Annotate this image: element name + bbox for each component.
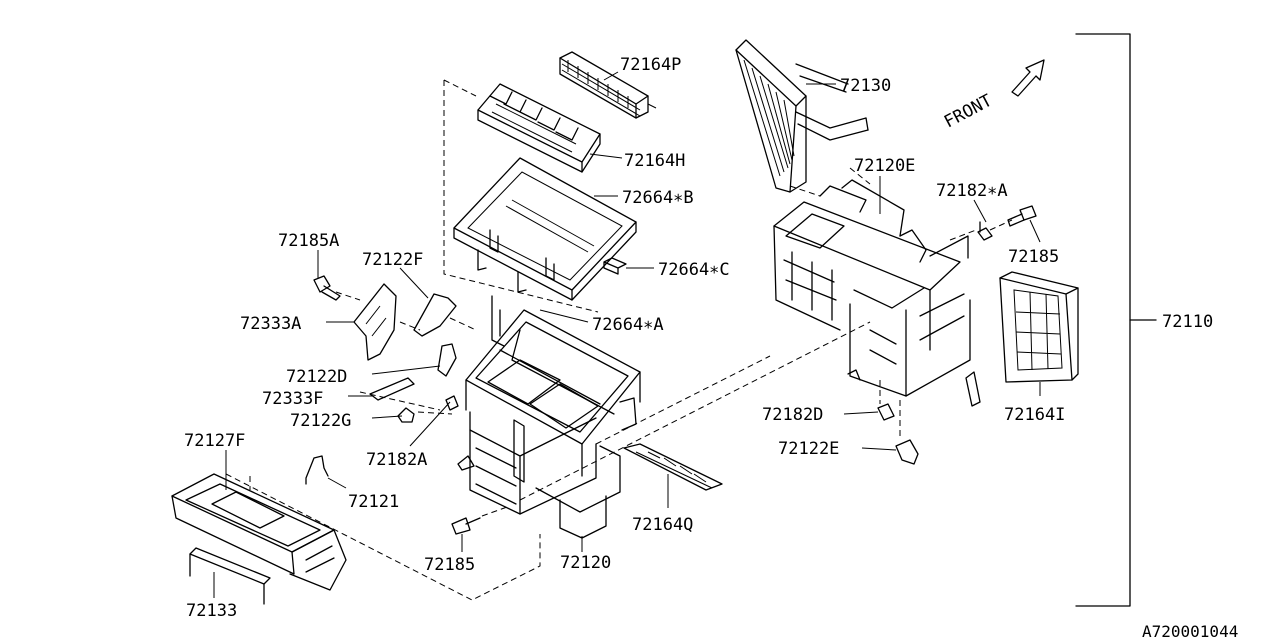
label-72185-bottom: 72185 [424,555,475,575]
label-72122E: 72122E [778,439,839,459]
label-72164I: 72164I [1004,405,1065,425]
label-72333F: 72333F [262,389,323,409]
label-72133: 72133 [186,601,237,621]
label-72121: 72121 [348,492,399,512]
part-72120E-drawing [773,179,981,407]
label-72333A: 72333A [240,314,301,334]
part-72164P-drawing [559,51,657,119]
label-72664C: 72664∗C [658,260,730,280]
part-72164H-drawing [477,83,601,173]
part-72182D-drawing [877,403,895,421]
label-72664A: 72664∗A [592,315,664,335]
assembly-lines [225,79,1013,601]
label-72185-right: 72185 [1008,247,1059,267]
part-72185A-drawing [313,275,341,301]
label-72164Q: 72164Q [632,515,693,535]
part-72122G-drawing [397,407,415,423]
label-72122G: 72122G [290,411,351,431]
part-72127F-drawing [171,473,347,591]
leader-lines [213,71,1041,598]
part-72122F-drawing [413,293,457,337]
label-72185A: 72185A [278,231,339,251]
part-72333F-drawing [369,377,415,401]
part-72333A-drawing [353,283,397,361]
label-72182A-star: 72182∗A [936,181,1008,201]
label-72164H: 72164H [624,151,685,171]
label-72130: 72130 [840,76,891,96]
part-72182A-drawing [445,395,459,411]
label-72182D: 72182D [762,405,823,425]
label-72120: 72120 [560,553,611,573]
front-direction-arrow [1011,59,1045,97]
part-72164Q-drawing [623,443,723,491]
label-72120E: 72120E [854,156,915,176]
label-72182A: 72182A [366,450,427,470]
label-72122D: 72122D [286,367,347,387]
part-72664B-drawing [453,157,637,301]
part-72130-drawing [735,39,869,193]
part-72122D-drawing [437,343,457,377]
assembly-bracket-72110 [1075,33,1157,607]
catalog-code: A720001044 [1142,622,1238,640]
part-72185-right-drawing [1007,205,1037,227]
label-72127F: 72127F [184,431,245,451]
front-label: FRONT [941,91,996,133]
part-72164I-drawing [999,271,1079,383]
part-72121-drawing [305,455,329,485]
part-72182A-star-drawing [977,221,993,241]
part-72664C-drawing [603,257,627,275]
part-72133-drawing [189,547,271,605]
label-72164P: 72164P [620,55,681,75]
part-72122E-drawing [895,439,919,465]
label-72110: 72110 [1162,312,1213,332]
label-72664B: 72664∗B [622,188,694,208]
part-72185-bottom-drawing [451,517,481,535]
label-72122F: 72122F [362,250,423,270]
